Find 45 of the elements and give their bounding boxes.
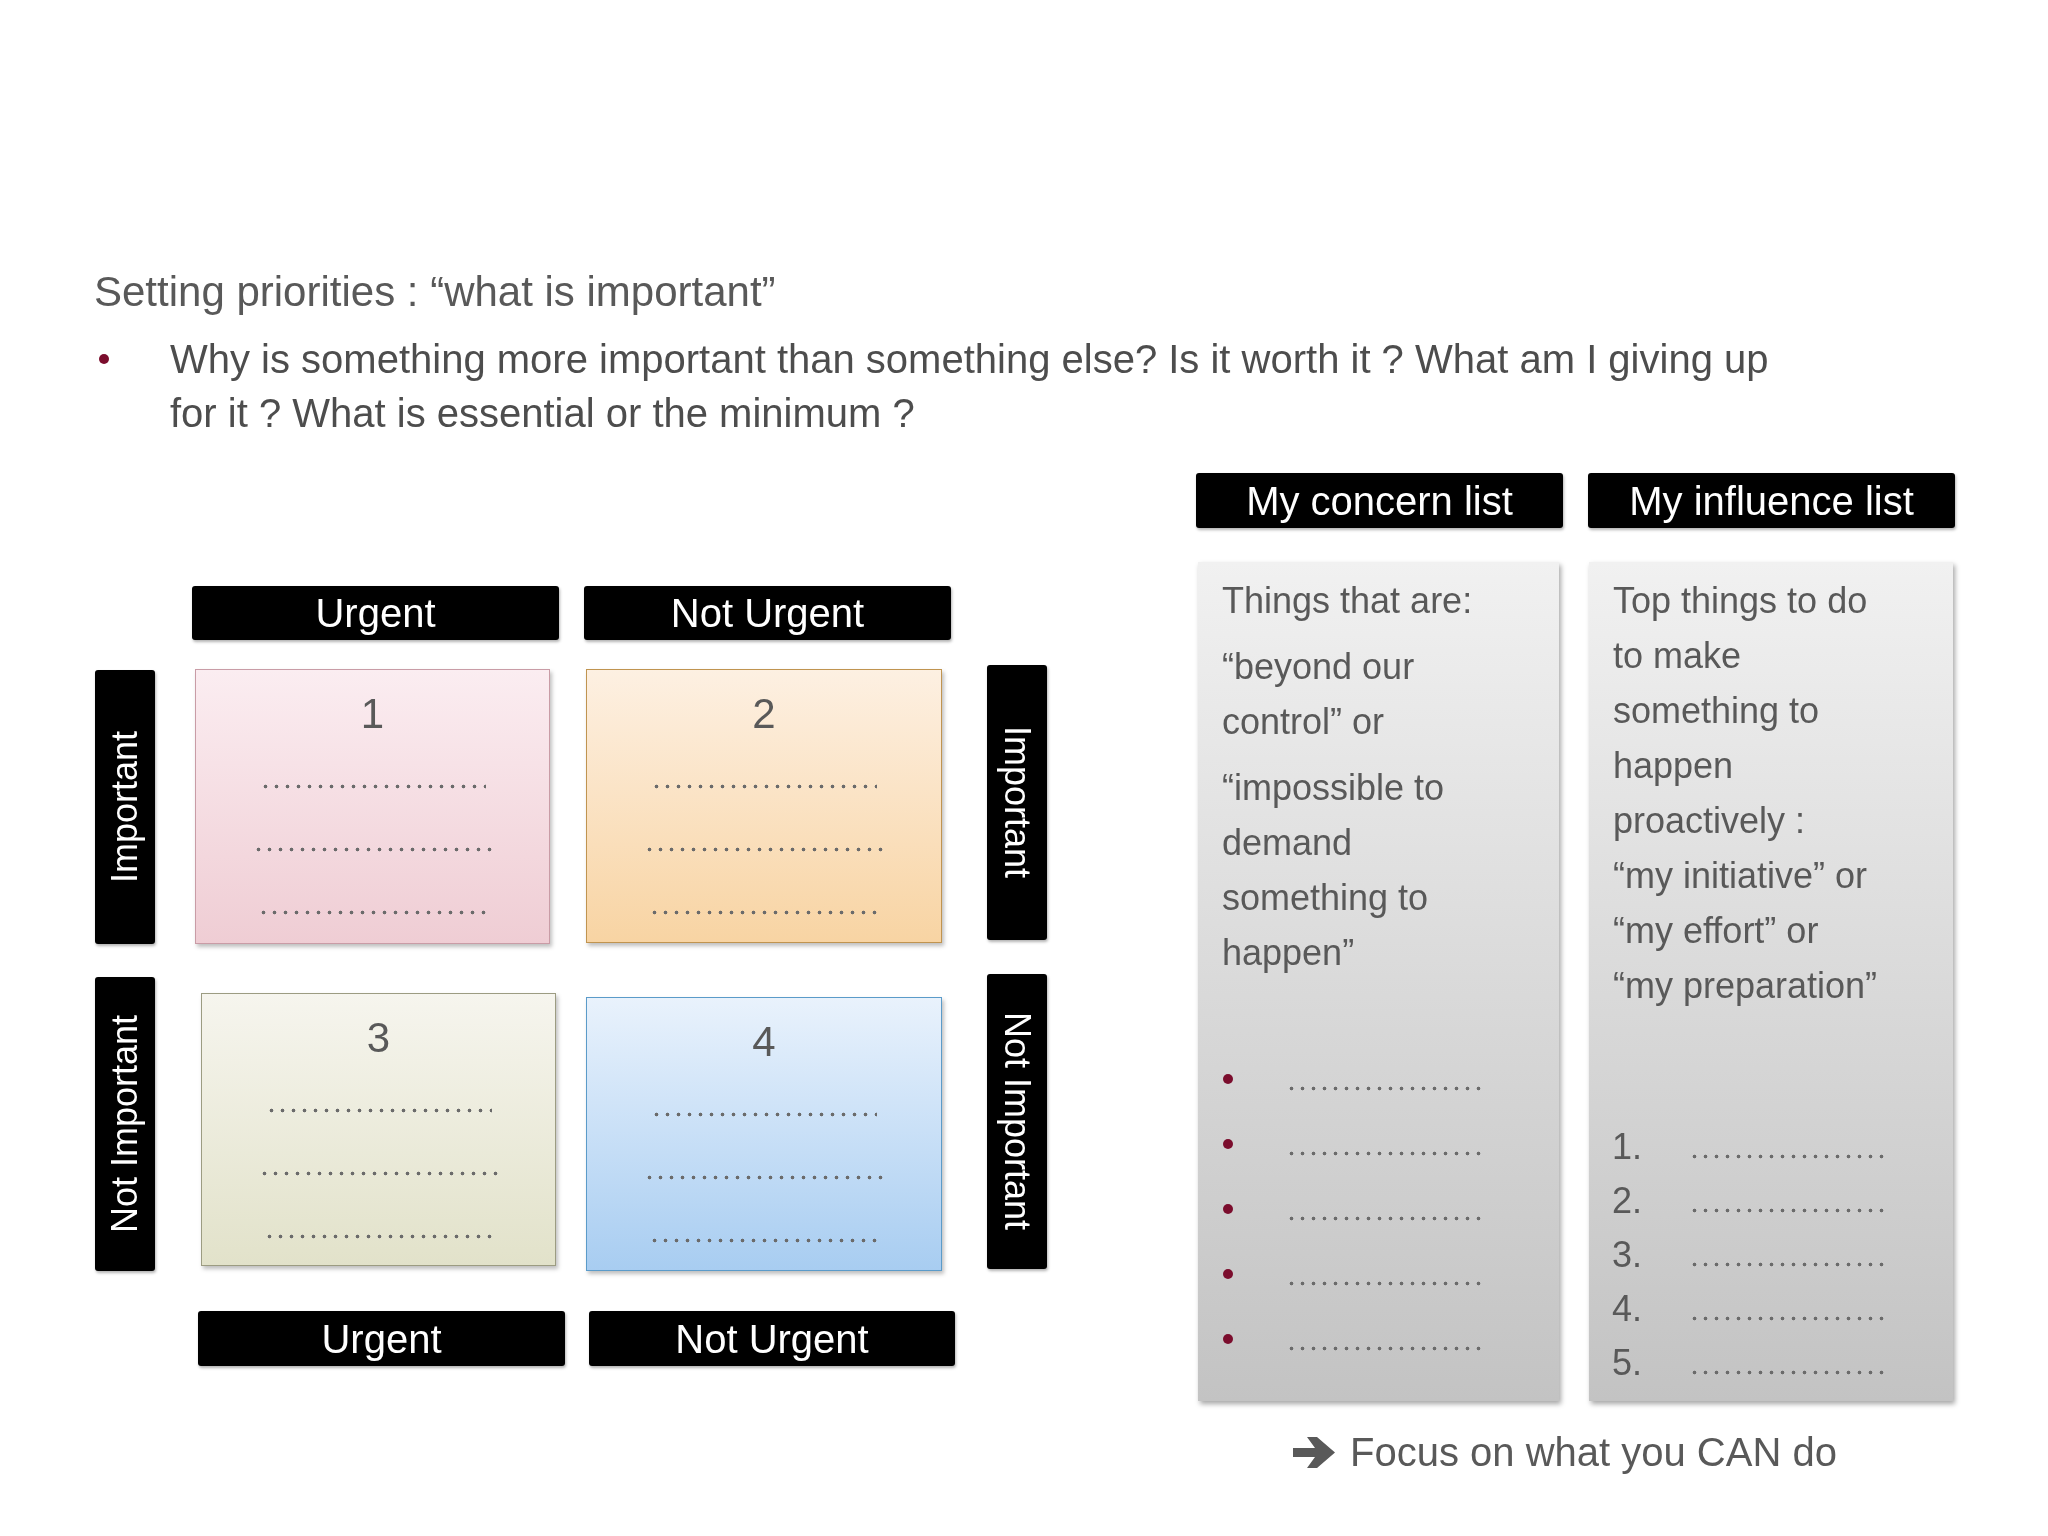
row-heading: Not Important xyxy=(996,1012,1039,1231)
panel-text: “beyond our control” or xyxy=(1222,645,1416,744)
panel-text: Things that are: xyxy=(1222,579,1474,623)
quadrant-number: 4 xyxy=(752,1018,776,1066)
list-panel xyxy=(1198,562,1559,1401)
row-heading: Not Important xyxy=(103,1014,146,1234)
quadrant-box xyxy=(201,993,556,1266)
list-header-bar xyxy=(1588,473,1955,528)
list-panel xyxy=(1589,562,1953,1401)
column-heading: Urgent xyxy=(315,590,436,637)
row-header-bar xyxy=(95,670,155,944)
list-header-bar xyxy=(1196,473,1563,528)
list-number: 1. xyxy=(1612,1125,1643,1169)
row-header-bar xyxy=(987,665,1047,940)
column-header-bar xyxy=(589,1311,955,1366)
row-header-bar xyxy=(95,977,155,1271)
list-heading: My concern list xyxy=(1246,477,1513,525)
slide-title: Setting priorities : “what is important” xyxy=(94,268,776,316)
quadrant-box xyxy=(586,997,942,1271)
panel-text: “my effort” or xyxy=(1613,909,1820,953)
quadrant-number: 1 xyxy=(360,690,385,738)
column-heading: Urgent xyxy=(321,1315,442,1363)
column-heading: Not Urgent xyxy=(670,590,865,637)
row-header-bar xyxy=(987,974,1047,1269)
list-heading: My influence list xyxy=(1629,477,1914,525)
panel-text: Top things to do to make something to happen proactively : xyxy=(1613,579,1869,843)
list-number: 4. xyxy=(1612,1287,1643,1331)
column-header-bar xyxy=(584,586,951,640)
row-heading: Important xyxy=(996,726,1039,879)
list-number: 2. xyxy=(1612,1179,1643,1223)
panel-text: “my preparation” xyxy=(1613,964,1879,1008)
row-heading: Important xyxy=(103,730,146,884)
column-header-bar xyxy=(198,1311,565,1366)
quadrant-box xyxy=(195,669,550,944)
quadrant-box xyxy=(586,669,942,943)
panel-text: “my initiative” or xyxy=(1613,854,1869,898)
list-number: 3. xyxy=(1612,1233,1643,1277)
column-heading: Not Urgent xyxy=(675,1315,869,1363)
note-text: Focus on what you CAN do xyxy=(1350,1429,1837,1476)
list-number: 5. xyxy=(1612,1341,1643,1385)
column-header-bar xyxy=(192,586,559,640)
quadrant-number: 2 xyxy=(752,690,776,738)
bullet-text: Why is something more important than something else? Is it worth it ? What am I giving up for it ? What is essential or the minimum ? xyxy=(170,336,1770,437)
quadrant-number: 3 xyxy=(366,1014,391,1062)
panel-text: “impossible to demand something to happen” xyxy=(1222,766,1446,975)
